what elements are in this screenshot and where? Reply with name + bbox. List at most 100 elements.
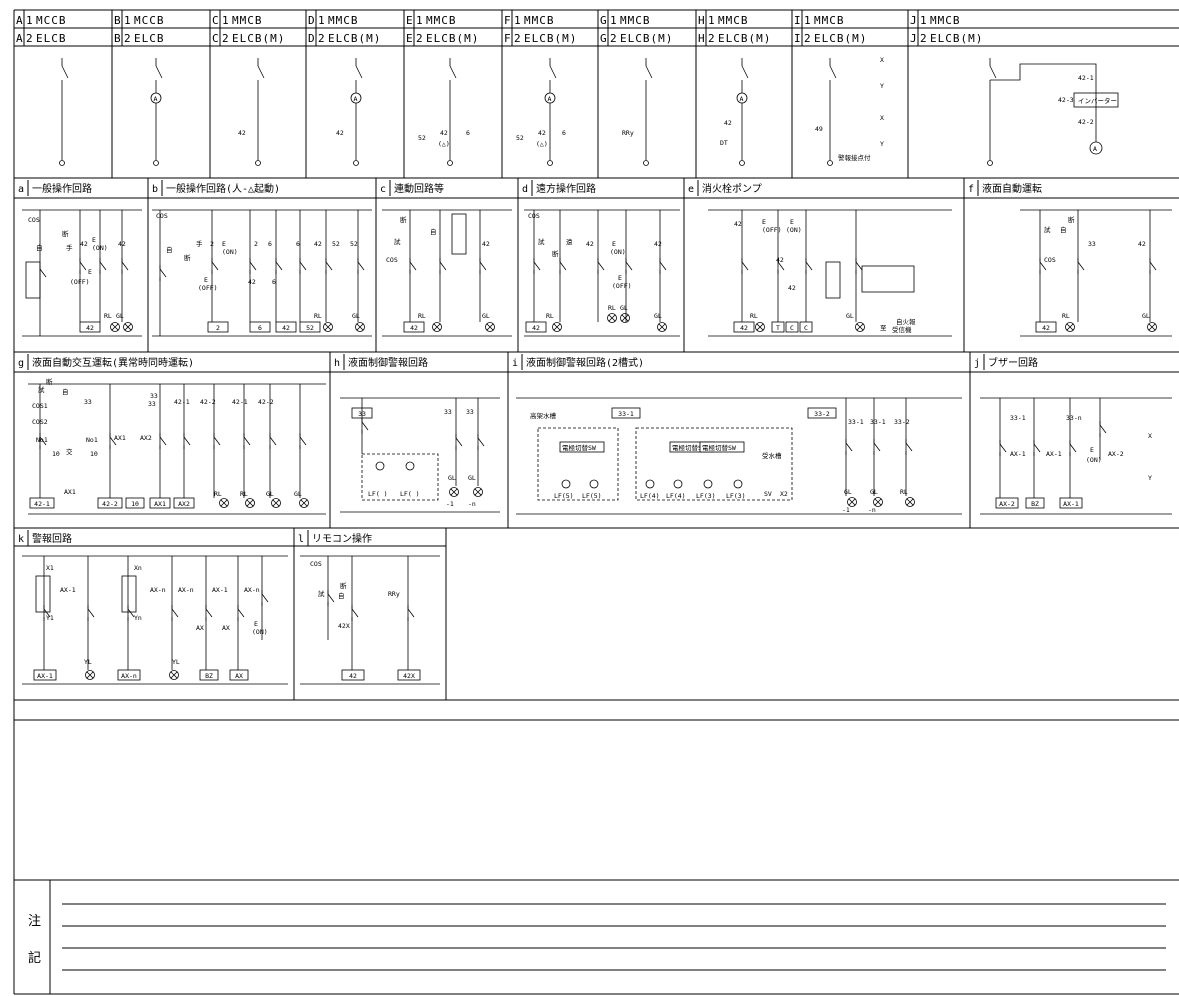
f-6: 6 [562, 129, 566, 137]
k-yn: Yn [134, 614, 142, 622]
a-42: 42 [80, 240, 88, 248]
g-rry: RRy [622, 129, 634, 137]
electrode [733, 479, 743, 489]
coil-box [397, 669, 421, 681]
a-off: 断 [62, 229, 69, 238]
breaker-type-2: ELCB(M) [620, 32, 673, 45]
a-e2: E [88, 268, 92, 276]
ammeter-label: A [740, 95, 744, 103]
c-42: 42 [482, 240, 490, 248]
e-6: 6 [466, 129, 470, 137]
i-rl: RL [900, 488, 908, 496]
g-10: 10 [52, 450, 60, 458]
coil-label: T [776, 324, 780, 332]
breaker-num-1: 1 [26, 14, 34, 27]
coil-label: 52 [306, 324, 314, 332]
g-42-1b: 42-1 [232, 398, 248, 406]
coil-box [33, 669, 57, 681]
breaker-letter-2: J [910, 32, 918, 45]
i-lf4b: LF(4) [666, 492, 686, 500]
e-sub: (△) [438, 140, 450, 148]
circuit-title: 警報回路 [32, 532, 72, 545]
d-rl2: RL [608, 304, 616, 312]
breaker-letter-2: B [114, 32, 122, 45]
circuit-letter: a [18, 184, 24, 195]
circuit-title: リモコン操作 [312, 532, 372, 545]
circuit-letter: g [18, 358, 24, 369]
breaker-letter-1: E [406, 14, 414, 27]
breaker-num-1: 1 [124, 14, 132, 27]
f-rl: RL [1062, 312, 1070, 320]
breaker-letter-1: G [600, 14, 608, 27]
e-recv2: 受信機 [892, 325, 912, 334]
breaker-num-2: 2 [124, 32, 132, 45]
circuit-title: 液面制御警報回路(2槽式) [526, 356, 644, 369]
b-52: 52 [332, 240, 340, 248]
ammeter [736, 92, 748, 104]
breaker-type-2: ELCB [36, 32, 67, 45]
i-alarm: 警報接点付 [838, 153, 871, 162]
h-dt: DT [720, 139, 728, 147]
breaker-letter-1: B [114, 14, 122, 27]
breaker-type-2: ELCB(M) [232, 32, 285, 45]
breaker-num-2: 2 [222, 32, 230, 45]
k-ax: AX [196, 624, 204, 632]
g-42-2: 42-2 [200, 398, 216, 406]
coil-box [275, 321, 297, 333]
b-cos: COS [156, 212, 168, 220]
f-test: 試 [1044, 225, 1051, 234]
j-42-3: 42-3 [1058, 96, 1074, 104]
e-4b: 42 [776, 256, 784, 264]
coil-box [1059, 497, 1083, 509]
c-auto: 自 [430, 227, 437, 236]
breaker-letter-2: F [504, 32, 512, 45]
d-rl: RL [546, 312, 554, 320]
b-manual: 手 [196, 239, 203, 248]
selector-switch [559, 441, 605, 453]
breaker-letter-2: A [16, 32, 24, 45]
f-gl: GL [1142, 312, 1150, 320]
breaker-num-1: 1 [804, 14, 812, 27]
b-42: 42 [314, 240, 322, 248]
breaker-letter-2: D [308, 32, 316, 45]
breaker-letter-1: J [910, 14, 918, 27]
i-gl-1: -1 [842, 506, 850, 514]
a-auto: 自 [36, 243, 43, 252]
breaker-type-1: MMCB [426, 14, 457, 27]
breaker-type-2: ELCB(M) [426, 32, 479, 45]
j-e: E [1090, 446, 1094, 454]
coil-label: 42-1 [34, 500, 50, 508]
ammeter [544, 92, 556, 104]
g-alt: 交 [66, 447, 73, 456]
b-6: 6 [268, 240, 272, 248]
e-e-on: (ON) [786, 226, 802, 234]
breaker-letter-2: G [600, 32, 608, 45]
g-test: 試 [38, 385, 45, 394]
coil-box [807, 407, 837, 419]
breaker-type-2: ELCB(M) [718, 32, 771, 45]
a-rl: RL [104, 312, 112, 320]
g-ax1b: AX1 [64, 488, 76, 496]
g-33: 33 [84, 398, 92, 406]
j-y: Y [1148, 474, 1152, 482]
breaker-num-2: 2 [610, 32, 618, 45]
f-42: 42 [1138, 240, 1146, 248]
breaker-type-1: MMCB [620, 14, 651, 27]
d-e: E [612, 240, 616, 248]
c-test: 試 [394, 237, 401, 246]
b-2b: 2 [254, 240, 258, 248]
coil-box [299, 321, 321, 333]
i-lf4: LF(4) [640, 492, 660, 500]
circuit-letter: d [522, 184, 528, 195]
j-42-2: 42-2 [1078, 118, 1094, 126]
coil-label: 42 [532, 324, 540, 332]
breaker-letter-1: D [308, 14, 316, 27]
coil-label: 33-1 [618, 410, 634, 418]
coil-label: 2 [216, 324, 220, 332]
d-gl: GL [654, 312, 662, 320]
coil-label: AX-1 [1063, 500, 1079, 508]
fire-relay-box [861, 265, 915, 293]
f-off: 断 [1068, 215, 1075, 224]
